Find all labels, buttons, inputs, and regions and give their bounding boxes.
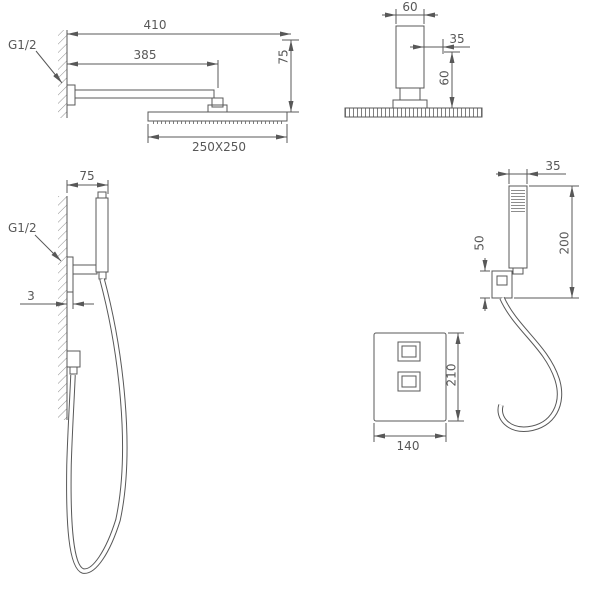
dim-label-75-bracket: 75 [79, 169, 94, 183]
dim-label-50: 50 [473, 235, 487, 250]
mixer-control-top [397, 341, 421, 362]
dim-label-410: 410 [144, 18, 167, 32]
outlet-nub [69, 366, 78, 375]
handle-cap [97, 191, 107, 199]
view-mixer-front: 210 140 [373, 332, 464, 453]
view-hand-front: 35 200 50 [473, 159, 579, 432]
dim-label-200: 200 [558, 232, 572, 255]
joint-flange [392, 99, 428, 109]
connector-collar [207, 104, 228, 113]
bracket-arm [72, 264, 98, 275]
leader-line-g12-bottom [34, 234, 62, 262]
drop-pipe [395, 25, 425, 89]
dim-label-3: 3 [27, 289, 35, 303]
mixer-control-bottom [397, 371, 421, 392]
arm-wall-flange [66, 84, 76, 106]
handle-hose-connector [512, 267, 524, 275]
thread-label-g12-top: G1/2 [8, 38, 37, 52]
swivel-joint [399, 87, 421, 101]
dim-label-35: 35 [449, 32, 464, 46]
shower-head-front [344, 107, 483, 118]
dim-label-210: 210 [445, 364, 459, 387]
hand-shower-handle-side [95, 197, 109, 273]
mixer-control-bottom-inner [401, 375, 417, 388]
mixer-control-top-inner [401, 345, 417, 358]
dim-label-250x250: 250X250 [192, 140, 246, 154]
dim-label-75-drop: 75 [277, 49, 291, 64]
view-overhead-side: 410 385 75 250X250 G1/2 [8, 18, 299, 154]
dim-label-60-right: 60 [438, 70, 452, 85]
dim-label-140: 140 [397, 439, 420, 453]
wall-hatch-lower [58, 196, 67, 420]
hose-connector [98, 271, 107, 280]
thread-label-g12-bottom: G1/2 [8, 221, 37, 235]
wall-hatch [58, 30, 67, 118]
leader-line-g12-top [35, 50, 63, 84]
view-overhead-front: 60 35 60 [344, 0, 483, 118]
mixer-plate [373, 332, 447, 422]
shower-arm [74, 89, 215, 99]
dim-label-385: 385 [134, 48, 157, 62]
view-hand-side: 75 G1/2 3 [8, 169, 128, 574]
holder-inner-detail [496, 275, 508, 286]
shower-hose-front-fill [498, 297, 562, 431]
handle-face-texture [511, 189, 525, 213]
bracket-wall-plate [66, 256, 74, 293]
dim-label-35-hand: 35 [545, 159, 560, 173]
wall-outlet-elbow [66, 350, 81, 368]
arm-connector [211, 97, 224, 108]
shower-hose-side-fill [67, 278, 127, 573]
dim-label-60-top: 60 [402, 0, 417, 14]
spray-nozzles [150, 121, 285, 124]
shower-head-side [147, 111, 288, 122]
